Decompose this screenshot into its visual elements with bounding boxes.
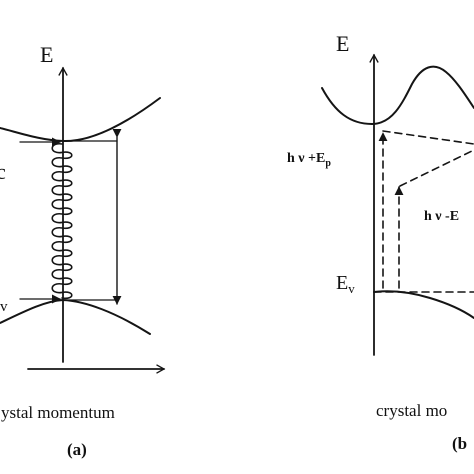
panel-a-conduction-band (0, 97, 161, 143)
panel-a-valence-band (0, 299, 151, 335)
panel-a-tag: (a) (67, 440, 87, 459)
panel-b-valence-band (373, 290, 474, 319)
panel-b-valence-label: Ev (336, 272, 355, 296)
panel-b-absorption-label: h ν +Ep (287, 151, 331, 169)
panel-b-emission-label: h ν -E (424, 209, 459, 224)
panel-b-energy-label: E (336, 31, 349, 56)
panel-a-energy-label: E (40, 42, 53, 67)
panel-a-xaxis-caption: ystal momentum (1, 403, 115, 422)
panel-a-photon-wave (51, 143, 73, 300)
panel-a: E c v ystal momentum (a) (0, 42, 166, 459)
panel-a-valence-label: v (0, 299, 8, 315)
panel-a-conduction-label: c (0, 159, 6, 184)
panel-b-tag: (b (452, 434, 467, 453)
panel-b-xaxis-caption: crystal mo (376, 401, 447, 420)
panel-b-emission-phonon-dashed (399, 149, 474, 187)
panel-b-absorption-phonon-dashed (382, 130, 474, 145)
panel-b: E h ν +Ep h ν -E Ev crystal mo (b (287, 31, 474, 453)
panel-b-conduction-band (321, 65, 474, 125)
